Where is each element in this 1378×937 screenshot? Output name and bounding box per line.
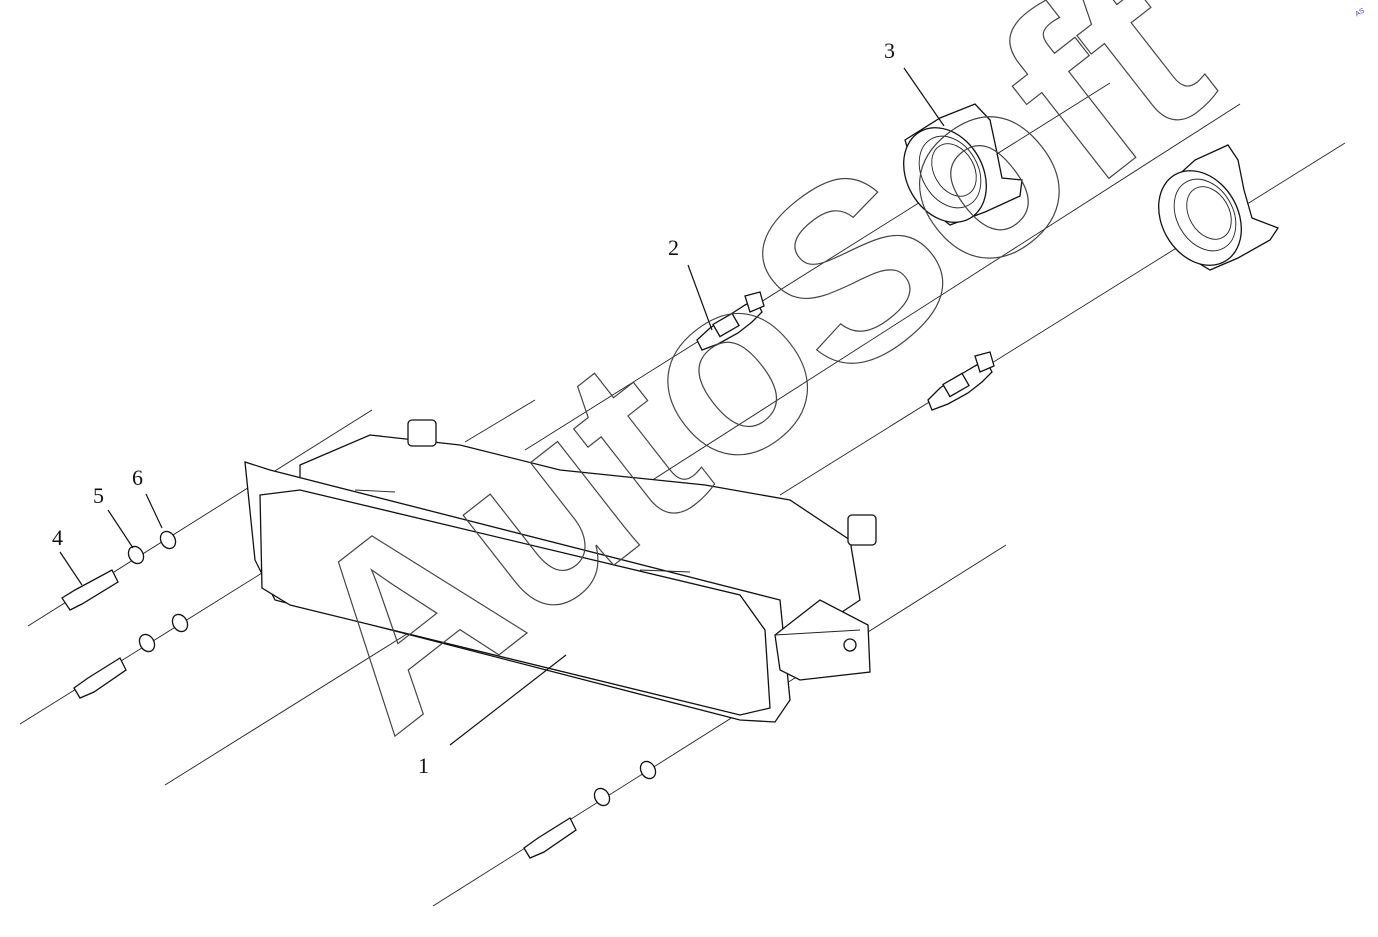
callout-6: 6: [132, 465, 143, 490]
fog-lamp-housing: [244, 419, 877, 723]
callout-4: 4: [52, 525, 63, 550]
leader-lines: [59, 67, 945, 746]
screw-set-c: [523, 760, 657, 859]
callout-2: 2: [668, 235, 679, 260]
screw-set-a: [61, 530, 177, 611]
retaining-ring-a: [903, 103, 1023, 226]
callout-3: 3: [884, 38, 895, 63]
bulb-b: [927, 351, 995, 411]
screw-set-b: [73, 613, 189, 699]
callout-5: 5: [93, 483, 104, 508]
callout-1: 1: [418, 753, 429, 778]
corner-logo-mark: AS: [1354, 7, 1366, 18]
bulb-a: [696, 291, 765, 351]
retaining-ring-b: [1158, 144, 1279, 271]
